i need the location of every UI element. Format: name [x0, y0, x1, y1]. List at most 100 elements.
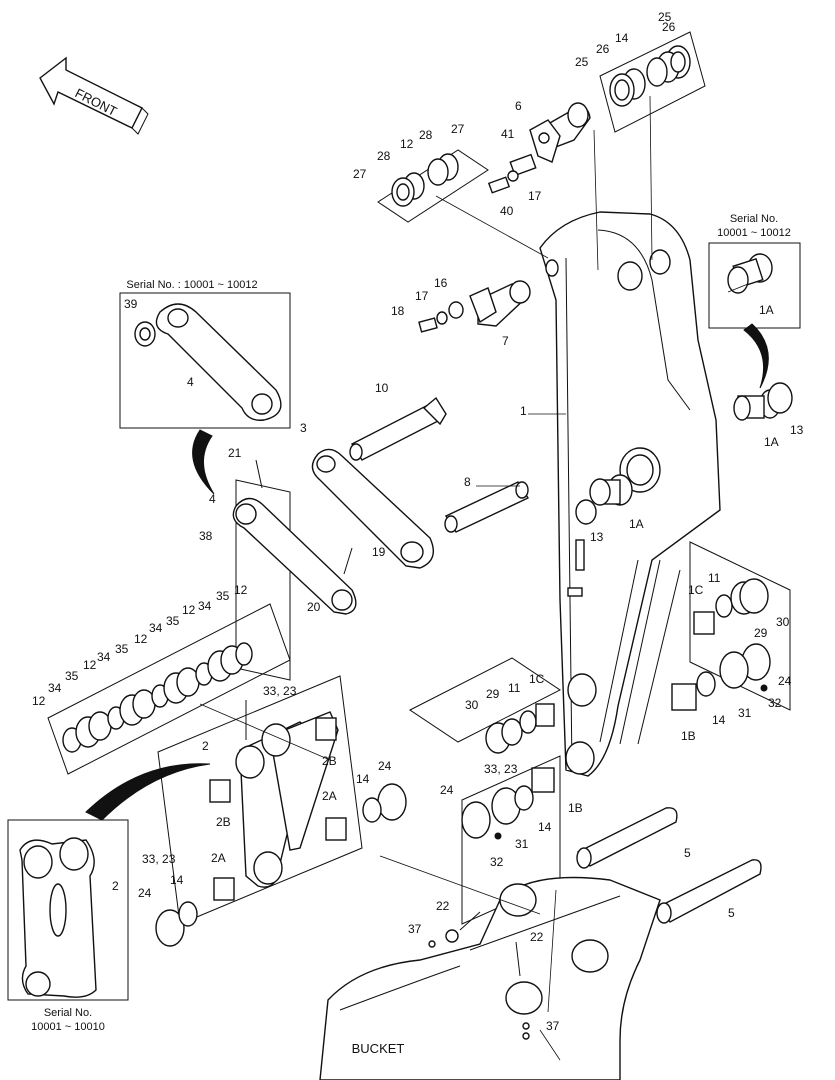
- callout: 13: [790, 423, 804, 437]
- bolts-22-37: [428, 911, 530, 1040]
- callout: 5: [728, 906, 735, 920]
- serial-range: 10001 ~ 10010: [31, 1021, 105, 1033]
- pin-7: [418, 280, 531, 333]
- callout: 39: [124, 297, 138, 311]
- callout: 12: [83, 658, 97, 672]
- callout: 14: [170, 873, 184, 887]
- link-2: [157, 675, 363, 925]
- pin-5: [576, 807, 762, 924]
- callout-labels: 25 26 14 26 25 6 41 17 40 12 28 27 28 27…: [32, 10, 804, 1033]
- callout: 12: [32, 694, 46, 708]
- callout: 27: [451, 122, 465, 136]
- callout: 1A: [759, 303, 774, 317]
- callout: 14: [712, 713, 726, 727]
- callout: 2: [202, 739, 209, 753]
- seal-group-right: [671, 541, 791, 711]
- seals-24-14: [155, 783, 407, 947]
- callout: 17: [415, 289, 429, 303]
- callout: 37: [408, 922, 422, 936]
- seal-group-27-28: [377, 149, 489, 223]
- serial-box-top-right: Serial No. 10001 ~ 10012: [708, 213, 801, 329]
- serial-label: Serial No.: [44, 1007, 92, 1019]
- callout: 29: [754, 626, 768, 640]
- bushing-1a-middle: [575, 474, 633, 525]
- pin-6: [487, 102, 591, 194]
- callout: 21: [228, 446, 242, 460]
- curved-arrow-icon: [192, 429, 215, 495]
- callout: 22: [436, 899, 450, 913]
- callout: 1A: [764, 435, 779, 449]
- callout: 34: [149, 621, 163, 635]
- callout: 26: [596, 42, 610, 56]
- callout: 29: [486, 687, 500, 701]
- callout: 24: [440, 783, 454, 797]
- callout: 32: [490, 855, 504, 869]
- callout: 10: [375, 381, 389, 395]
- link-3: [311, 448, 434, 569]
- callout: 34: [198, 599, 212, 613]
- callout: 19: [372, 545, 386, 559]
- callout: 22: [530, 930, 544, 944]
- curved-arrow-icon: [743, 323, 769, 389]
- callout: 18: [391, 304, 405, 318]
- callout: 2B: [322, 754, 337, 768]
- callout: 2A: [211, 851, 226, 865]
- callout: 8: [464, 475, 471, 489]
- callout: 30: [776, 615, 790, 629]
- callout: 33, 23: [484, 762, 518, 776]
- callout: 1C: [688, 583, 704, 597]
- callout: 2A: [322, 789, 337, 803]
- callout: 32: [768, 696, 782, 710]
- callout: 11: [508, 681, 521, 695]
- callout: 12: [234, 583, 248, 597]
- callout: 41: [501, 127, 515, 141]
- callout: 35: [216, 589, 230, 603]
- callout: 1B: [681, 729, 696, 743]
- callout: 38: [199, 529, 213, 543]
- callout: 12: [182, 603, 196, 617]
- callout: 17: [528, 189, 542, 203]
- link-4: [232, 459, 357, 681]
- callout: 24: [778, 674, 792, 688]
- callout: 14: [615, 31, 629, 45]
- callout: 35: [65, 669, 79, 683]
- callout: 33, 23: [142, 852, 176, 866]
- front-arrow-icon: FRONT: [39, 56, 149, 135]
- callout: 12: [134, 632, 148, 646]
- callout: 28: [377, 149, 391, 163]
- seal-stack-left: [47, 603, 291, 775]
- serial-label: Serial No.: [730, 213, 778, 225]
- callout: 14: [356, 772, 370, 786]
- pin-10: [349, 396, 447, 461]
- callout: 31: [515, 837, 529, 851]
- callout: 14: [538, 820, 552, 834]
- seal-group-center: [409, 657, 561, 925]
- callout: 35: [166, 614, 180, 628]
- callout: 2: [112, 879, 119, 893]
- callout: 37: [546, 1019, 560, 1033]
- callout: 28: [419, 128, 433, 142]
- callout: 2B: [216, 815, 231, 829]
- callout: 26: [662, 20, 676, 34]
- leader-lines: [199, 95, 749, 1061]
- callout: 24: [378, 759, 392, 773]
- serial-box-bottom-left: Serial No. 10001 ~ 10010: [7, 819, 129, 1033]
- serial-range: 10001 ~ 10012: [717, 227, 791, 239]
- callout: 25: [575, 55, 589, 69]
- callout: 30: [465, 698, 479, 712]
- bucket-label: BUCKET: [352, 1041, 405, 1056]
- bushing-1a-right: [733, 382, 793, 421]
- callout: 5: [684, 846, 691, 860]
- seal-group-top-right: [599, 31, 706, 133]
- serial-label: Serial No. : 10001 ~ 10012: [126, 279, 257, 291]
- callout: 25: [658, 10, 672, 24]
- callout: 1A: [629, 517, 644, 531]
- callout: 7: [502, 334, 509, 348]
- callout: 24: [138, 886, 152, 900]
- callout: 27: [353, 167, 367, 181]
- callout: 12: [400, 137, 414, 151]
- callout: 6: [515, 99, 522, 113]
- curved-arrow-icon: [85, 763, 211, 821]
- callout: 1: [520, 404, 527, 418]
